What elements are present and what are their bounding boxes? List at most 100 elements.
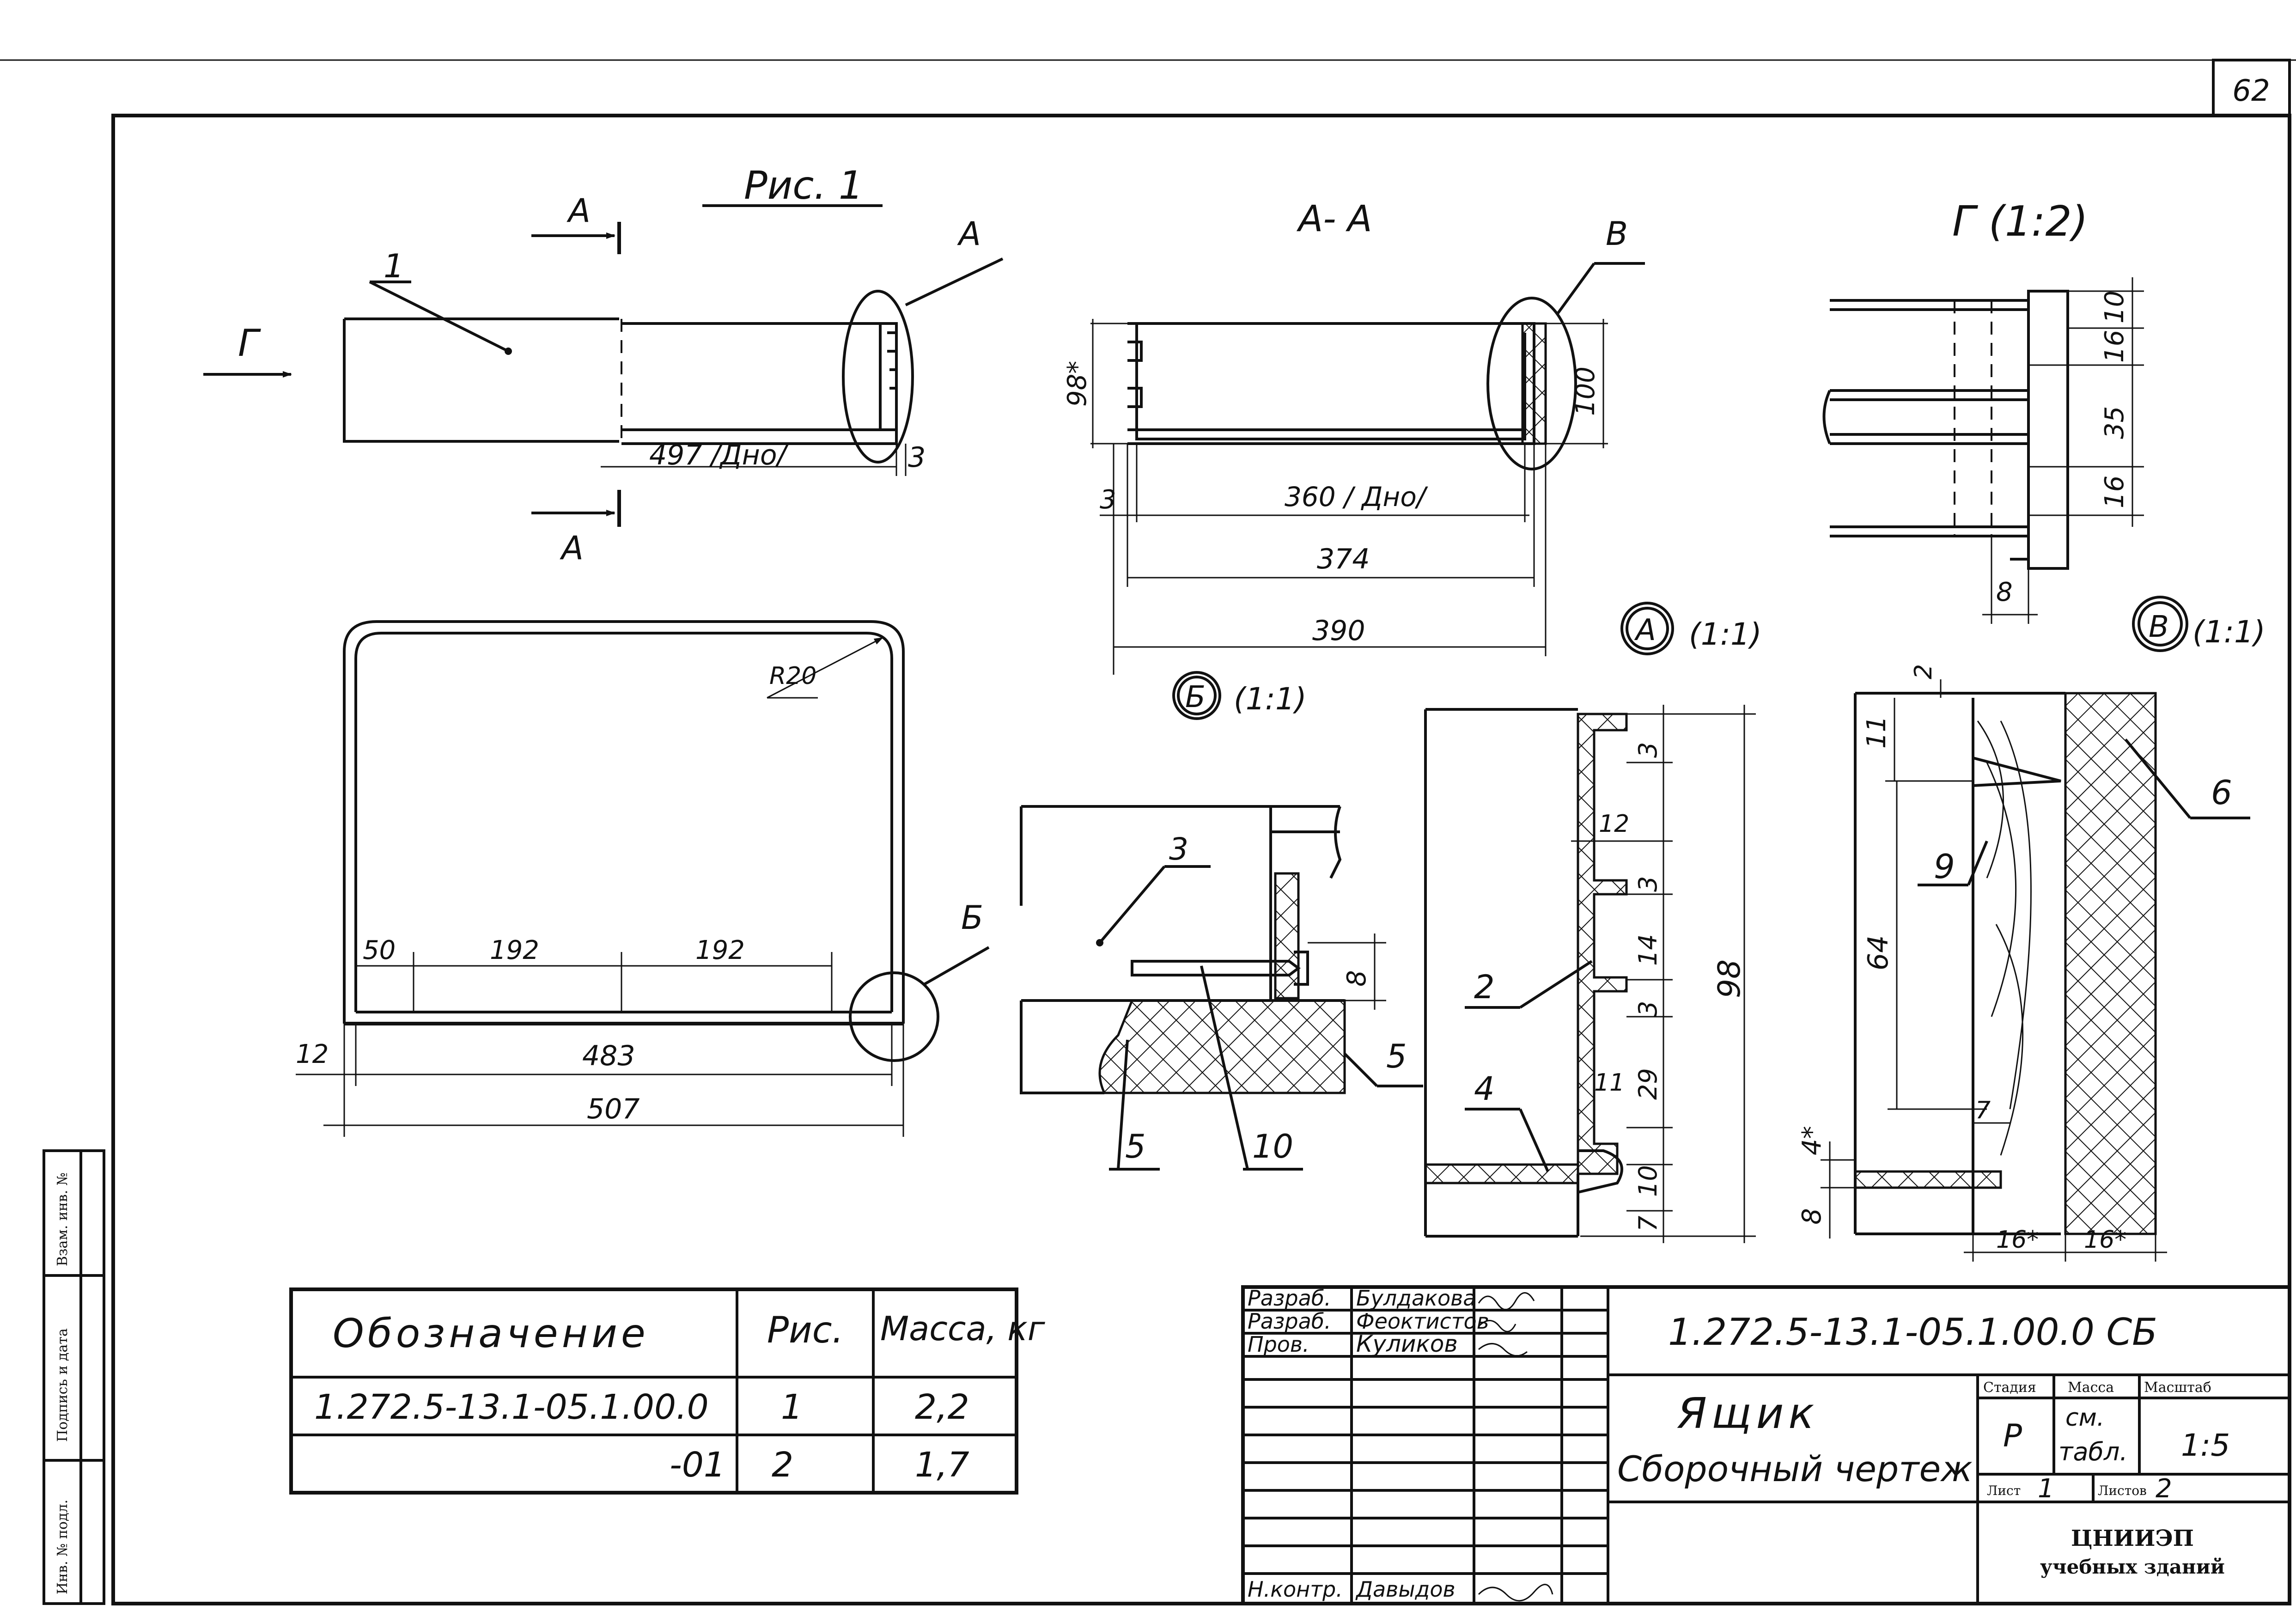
detail-a-letter: А xyxy=(1634,613,1656,647)
tb-org-line1: ЦНИИЭП xyxy=(2071,1525,2194,1551)
fig1-leader-1: 1 xyxy=(384,247,404,285)
page-number-box xyxy=(2212,59,2291,117)
detail-a-dim-3a: 3 xyxy=(1633,742,1663,758)
fig1-dim-50: 50 xyxy=(363,935,396,965)
detail-v-dim-4star: 4* xyxy=(1797,1126,1827,1155)
sheet-frame: 62 xyxy=(0,59,2296,1605)
side-stamp-label-signature: Подпись и дата xyxy=(55,1328,71,1442)
view-g-dim-16b: 16 xyxy=(2100,476,2130,508)
section-aa-dim-360: 360 / Дно/ xyxy=(1285,481,1428,513)
detail-a-dim-29: 29 xyxy=(1633,1068,1663,1100)
section-aa-callout-V: В xyxy=(1606,215,1628,253)
view-g-dim-8: 8 xyxy=(1996,577,2013,607)
detail-v-dim-7: 7 xyxy=(1975,1097,1991,1124)
fig1-dim-483: 483 xyxy=(582,1040,635,1072)
tb-mass-value-1: см. xyxy=(2065,1404,2104,1432)
tb-name-line2: Сборочный чертеж xyxy=(1617,1448,1973,1489)
tb-role-checked: Пров. xyxy=(1248,1332,1309,1357)
detail-v-dim-64: 64 xyxy=(1862,935,1894,970)
detail-a: А (1:1) 3 12 3 14 3 98 29 11 xyxy=(1424,602,1762,1243)
tb-sheet-value: 1 xyxy=(2038,1474,2054,1504)
detail-a-dim-7: 7 xyxy=(1633,1216,1663,1232)
fig1-view-letter: Г xyxy=(238,322,261,365)
spec-row2-fig: 2 xyxy=(772,1445,793,1485)
detail-b-scale: (1:1) xyxy=(1234,681,1307,717)
section-aa-title: А- А xyxy=(1296,198,1372,240)
tb-sheets-label: Листов xyxy=(2098,1483,2147,1498)
section-aa-dim-100: 100 xyxy=(1571,366,1601,416)
fig1-dim-3: 3 xyxy=(908,441,926,474)
detail-a-dim-10: 10 xyxy=(1633,1165,1663,1197)
detail-v-dim-16star-b: 16* xyxy=(2084,1226,2126,1254)
detail-v-dim-8: 8 xyxy=(1797,1208,1827,1225)
detail-b-leader-5b: 5 xyxy=(1125,1128,1146,1165)
spec-row1-designation: 1.272.5-13.1-05.1.00.0 xyxy=(314,1387,709,1427)
spec-header-mass: Масса, кг xyxy=(880,1309,1046,1348)
tb-name-davydov: Давыдов xyxy=(1355,1577,1456,1602)
detail-b: Б (1:1) 8 3 5 5 10 xyxy=(1020,671,1423,1171)
tb-mass-header: Масса xyxy=(2068,1379,2114,1396)
section-aa-dim-374: 374 xyxy=(1317,543,1370,575)
fig1-view: Рис. 1 А А Г 1 А 497 /Дно/ 3 xyxy=(203,163,1004,1137)
title-block: Разраб. Разраб. Пров. Н.контр. Булдакова… xyxy=(1241,1285,2291,1605)
detail-v-dim-11: 11 xyxy=(1862,716,1892,749)
detail-v-leader-6: 6 xyxy=(2211,773,2232,812)
detail-b-letter: Б xyxy=(1185,680,1206,714)
side-stamp-label-replaced: Взам. инв. № xyxy=(55,1172,71,1266)
detail-a-leader-2: 2 xyxy=(1474,968,1495,1006)
detail-v-scale: (1:1) xyxy=(2192,614,2266,650)
fig1-dim-497: 497 /Дно/ xyxy=(649,439,789,471)
detail-a-leader-4: 4 xyxy=(1474,1070,1495,1108)
detail-v-dim-2: 2 xyxy=(1910,664,1937,679)
spec-row1-fig: 1 xyxy=(781,1387,803,1427)
detail-a-dim-14: 14 xyxy=(1633,934,1663,966)
tb-sheets-value: 2 xyxy=(2156,1474,2172,1504)
detail-b-leader-5a: 5 xyxy=(1386,1037,1407,1075)
tb-stage-value: Р xyxy=(2003,1418,2022,1454)
detail-v-dim-16star-a: 16* xyxy=(1996,1226,2039,1254)
detail-a-dim-98: 98 xyxy=(1711,959,1747,998)
spec-table: Обозначение Рис. Масса, кг 1.272.5-13.1-… xyxy=(289,1287,1046,1495)
tb-name-line1: Ящик xyxy=(1677,1389,1819,1438)
detail-a-dim-lines xyxy=(1571,705,1756,1243)
fig1-dim-507: 507 xyxy=(587,1093,640,1125)
detail-a-dim-3c: 3 xyxy=(1633,1001,1663,1017)
tb-name-kulikov: Куликов xyxy=(1356,1330,1458,1357)
section-aa-dim-390: 390 xyxy=(1312,615,1365,647)
detail-a-dim-11: 11 xyxy=(1594,1069,1625,1097)
tb-org-line2: учебных зданий xyxy=(2040,1556,2225,1578)
fig1-dim-12: 12 xyxy=(296,1039,329,1069)
fig1-dim-192b: 192 xyxy=(695,935,745,965)
fig1-callout-B: Б xyxy=(961,899,983,937)
tb-designation: 1.272.5-13.1-05.1.00.0 СБ xyxy=(1668,1311,2157,1354)
spec-row1-mass: 2,2 xyxy=(915,1387,969,1427)
detail-a-dim-12: 12 xyxy=(1599,810,1629,838)
tb-role-developer2: Разраб. xyxy=(1248,1309,1331,1334)
side-stamp: Взам. инв. № Подпись и дата Инв. № подл. xyxy=(43,1149,105,1605)
tb-name-buldakova: Булдакова xyxy=(1356,1286,1476,1311)
signature-icon xyxy=(1478,1292,1553,1602)
side-stamp-label-inventory: Инв. № подл. xyxy=(55,1500,71,1594)
section-aa-view: А- А В 98* 100 3 360 / Дно/ 374 390 xyxy=(1062,198,1645,675)
detail-b-leader-10: 10 xyxy=(1252,1128,1293,1165)
tb-role-norm-control: Н.контр. xyxy=(1248,1577,1343,1602)
spec-header-fig: Рис. xyxy=(767,1310,843,1351)
tb-name-feoktistov: Феоктистов xyxy=(1356,1309,1489,1334)
view-g: Г (1:2) 10 16 35 16 8 xyxy=(1822,197,2144,624)
detail-b-dim-8: 8 xyxy=(1342,970,1372,987)
detail-a-dim-3b: 3 xyxy=(1633,876,1663,892)
tb-mass-value-2: табл. xyxy=(2058,1437,2128,1466)
spec-row2-mass: 1,7 xyxy=(915,1445,969,1485)
tb-scale-header: Масштаб xyxy=(2144,1379,2211,1396)
spec-row2-designation: -01 xyxy=(670,1445,725,1485)
fig1-section-letter-top: А xyxy=(566,192,591,230)
view-g-dim-35: 35 xyxy=(2100,406,2130,439)
tb-sheet-label: Лист xyxy=(1987,1483,2021,1498)
view-g-dim-10: 10 xyxy=(2100,291,2130,323)
tb-scale-value: 1:5 xyxy=(2181,1428,2230,1463)
fig1-title: Рис. 1 xyxy=(744,163,863,208)
fig1-callout-A: А xyxy=(957,215,981,253)
page-number: 62 xyxy=(2232,74,2270,108)
fig1-dim-192a: 192 xyxy=(490,935,539,965)
